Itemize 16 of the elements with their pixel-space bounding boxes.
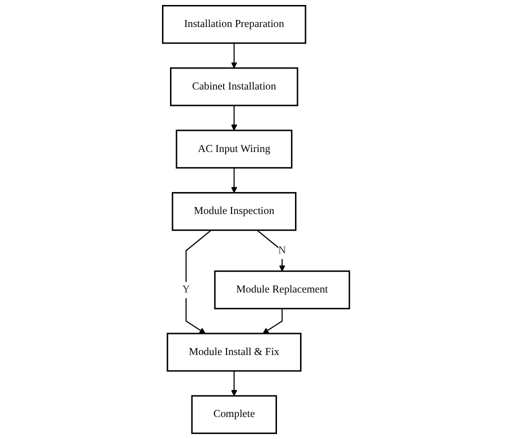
arrow [230, 168, 238, 194]
node-box: AC Input Wiring [176, 130, 292, 169]
edge-label: Y [182, 284, 190, 296]
node-box: Module Replacement [214, 270, 350, 310]
arrow [186, 230, 212, 334]
arrow [256, 230, 286, 272]
arrow [230, 105, 238, 131]
arrow [230, 370, 238, 396]
arrow [262, 308, 283, 334]
node-box: Complete [191, 395, 277, 434]
node-box: Module Install & Fix [166, 332, 302, 372]
edge-label: N [278, 244, 286, 256]
node-box: Module Inspection [172, 192, 296, 231]
node-box: Cabinet Installation [170, 67, 298, 106]
arrow [230, 43, 238, 68]
node-box: Installation Preparation [162, 4, 306, 44]
